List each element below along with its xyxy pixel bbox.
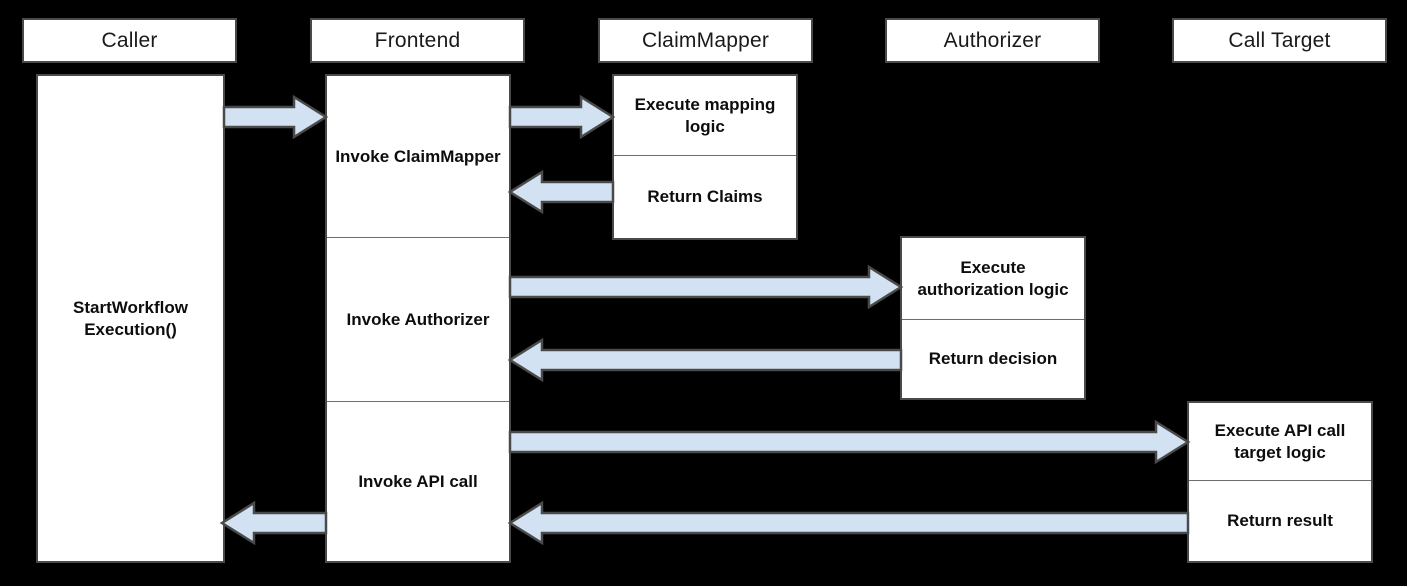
- activation-segment-caller-start-workflow: StartWorkflow Execution(): [73, 297, 188, 339]
- activation-segment-frontend-invoke-claimmapper: Invoke ClaimMapper: [327, 76, 509, 238]
- message-arrow-caller-to-frontend: [222, 94, 329, 140]
- activation-calltarget: Execute API call target logic Return res…: [1187, 401, 1373, 563]
- lifeline-label-calltarget: Call Target: [1228, 28, 1331, 52]
- lifeline-label-authorizer: Authorizer: [943, 28, 1042, 52]
- message-arrow-frontend-to-calltarget: [508, 419, 1191, 465]
- activation-segment-calltarget-execute-api-call-target-logic: Execute API call target logic: [1189, 403, 1371, 481]
- message-arrow-claimmapper-to-frontend: [507, 169, 615, 215]
- lifeline-label-claimmapper: ClaimMapper: [641, 28, 770, 52]
- lifeline-label-caller: Caller: [101, 28, 158, 52]
- lifeline-header-authorizer: Authorizer: [885, 18, 1100, 63]
- message-arrow-frontend-to-caller: [219, 500, 328, 546]
- activation-segment-claimmapper-return-claims: Return Claims: [647, 187, 763, 207]
- activation-segment-frontend-invoke-api-call: Invoke API call: [358, 471, 478, 491]
- activation-segment-calltarget-return-result: Return result: [1227, 511, 1333, 531]
- activation-segment-frontend-invoke-authorizer: Invoke Authorizer: [327, 238, 509, 402]
- activation-frontend: Invoke ClaimMapper Invoke Authorizer Inv…: [325, 74, 511, 563]
- activation-segment-authorizer-return-decision: Return decision: [928, 349, 1058, 369]
- message-arrow-frontend-to-claimmapper: [508, 94, 616, 140]
- activation-claimmapper: Execute mapping logic Return Claims: [612, 74, 798, 240]
- activation-segment-claimmapper-execute-mapping-logic: Execute mapping logic: [614, 76, 796, 156]
- activation-authorizer: Execute authorization logic Return decis…: [900, 236, 1086, 400]
- message-arrow-authorizer-to-frontend: [507, 337, 903, 383]
- lifeline-header-calltarget: Call Target: [1172, 18, 1387, 63]
- lifeline-label-frontend: Frontend: [374, 28, 461, 52]
- lifeline-header-claimmapper: ClaimMapper: [598, 18, 813, 63]
- lifeline-header-caller: Caller: [22, 18, 237, 63]
- message-arrow-calltarget-to-frontend: [507, 500, 1190, 546]
- activation-segment-authorizer-execute-authorization-logic: Execute authorization logic: [902, 238, 1084, 320]
- message-arrow-frontend-to-authorizer: [508, 264, 904, 310]
- lifeline-header-frontend: Frontend: [310, 18, 525, 63]
- activation-caller: StartWorkflow Execution(): [36, 74, 225, 563]
